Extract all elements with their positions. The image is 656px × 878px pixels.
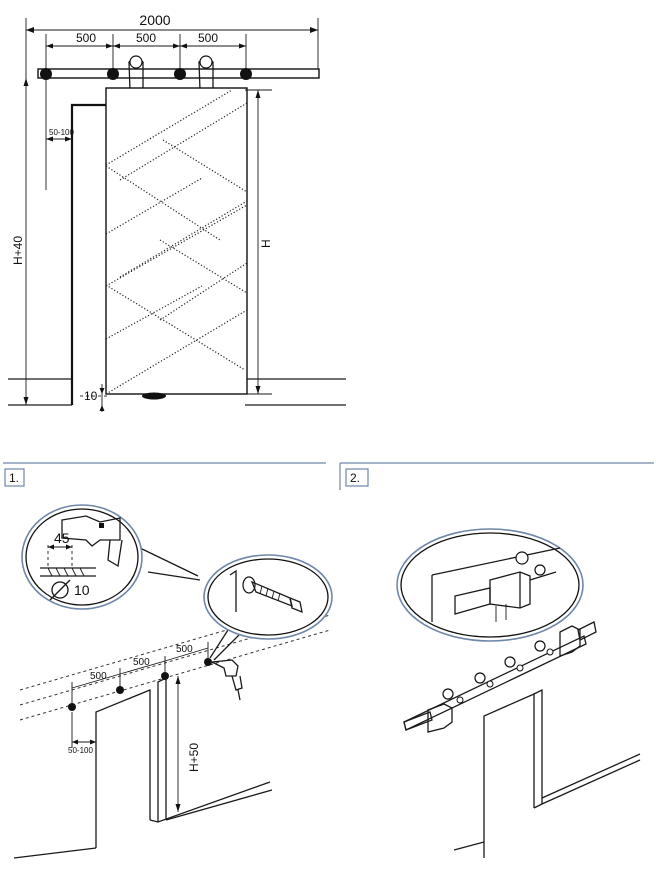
spacing-3-label: 500 <box>198 31 218 45</box>
step-1-spacing-2-label: 500 <box>133 657 150 668</box>
rail <box>37 68 320 80</box>
drill-depth-label: 45 <box>54 530 70 546</box>
spacing-2-label: 500 <box>136 31 156 45</box>
spacing-1-label: 500 <box>76 31 96 45</box>
rail-height-dimension: H+40 <box>11 78 29 405</box>
front-view-diagram: 2000 500 500 500 <box>8 12 346 412</box>
wall-offset-label: 50-100 <box>49 128 74 137</box>
total-width-label: 2000 <box>139 12 170 28</box>
step-2-panel: 2. <box>339 462 654 858</box>
spacing-dimensions: 500 500 500 <box>45 31 247 190</box>
step-2-wall <box>453 688 641 858</box>
step-1-drill-holes: 500 500 500 50-100 <box>68 642 212 755</box>
wall-section <box>8 103 346 406</box>
door-height-label: H <box>259 239 273 248</box>
step-1-number: 1. <box>9 471 19 485</box>
floor-gap-dimension: 10 <box>84 384 105 412</box>
rail-assembly <box>403 621 597 733</box>
door-height-dimension: H <box>245 89 273 395</box>
step-2-number: 2. <box>350 471 360 485</box>
total-width-dimension: 2000 <box>25 12 319 78</box>
anchor-detail-callout <box>203 554 333 640</box>
drill-detail-callout: 45 10 <box>21 504 143 610</box>
step-1-panel: 1. H+50 <box>3 462 333 859</box>
door-panel <box>105 87 248 400</box>
step-1-wall-offset-label: 50-100 <box>68 746 93 755</box>
drill-diameter-label: 10 <box>74 582 90 598</box>
floor-gap-label: 10 <box>84 389 98 403</box>
step-1-hole-height-label: H+50 <box>187 743 201 772</box>
step-1-spacing-3-label: 500 <box>176 644 193 655</box>
drill-icon <box>209 659 243 701</box>
wall-offset-dimension: 50-100 <box>46 128 74 142</box>
step-1-spacing-1-label: 500 <box>90 671 107 682</box>
rail-height-label: H+40 <box>11 236 25 265</box>
step-1-wall: H+50 <box>13 599 331 859</box>
rail-fitting-detail-callout <box>396 528 584 642</box>
